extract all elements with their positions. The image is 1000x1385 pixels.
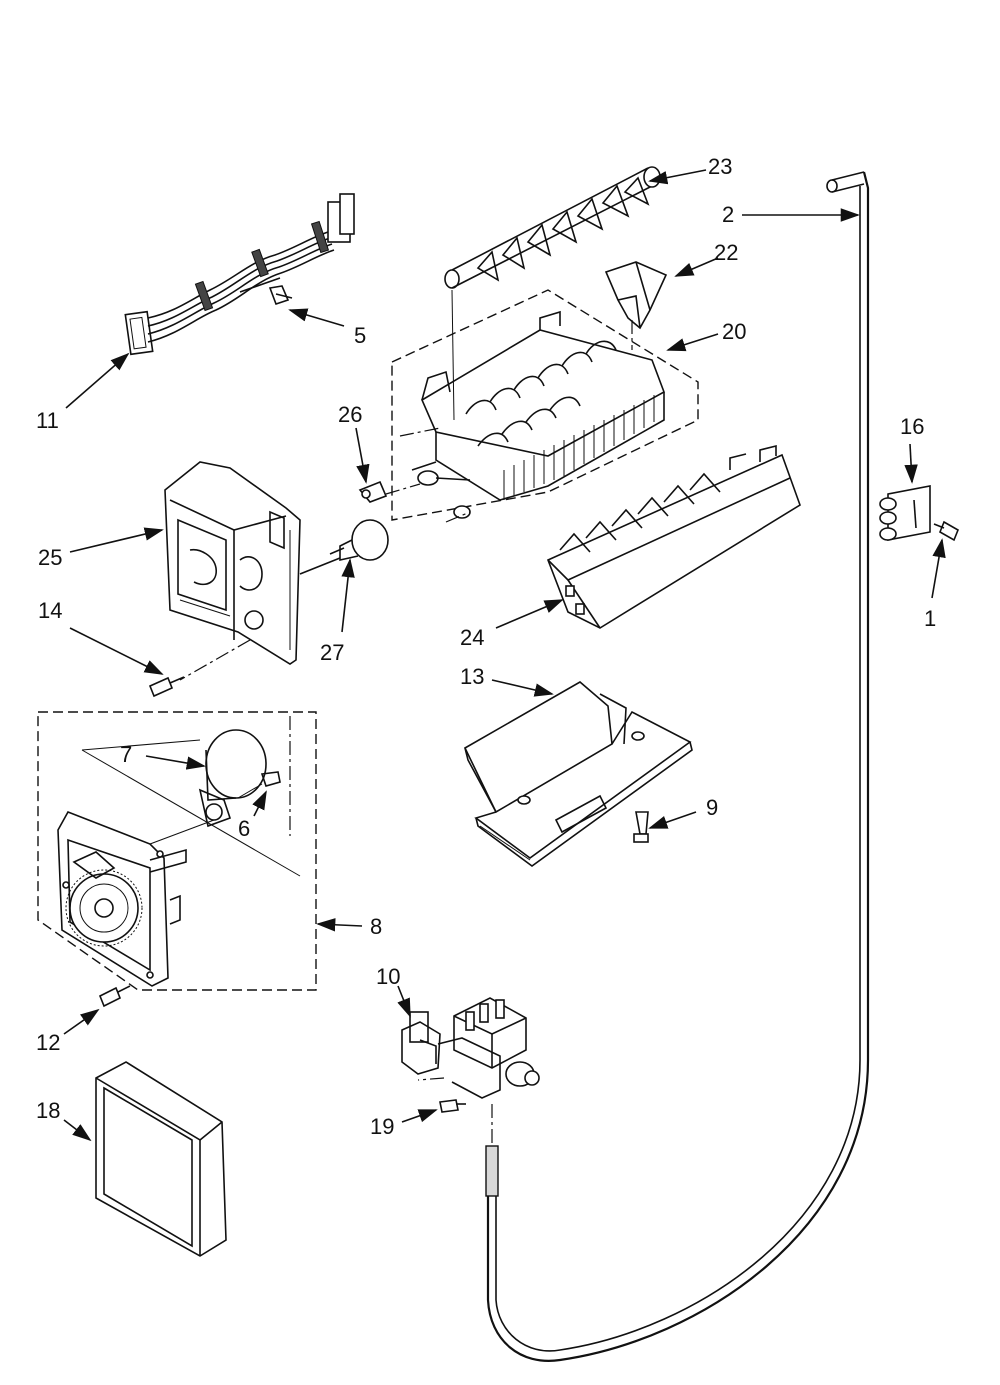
fill-tube [485,171,870,1362]
callout-13: 13 [460,664,484,689]
callout-26: 26 [338,402,362,427]
wire-harness [124,193,355,356]
leader-arrows [63,169,946,1142]
screw-9 [633,811,649,843]
callout-5: 5 [354,323,366,348]
screw-19 [439,1099,466,1113]
ejector [444,166,661,289]
screw-14 [148,676,185,698]
callout-8: 8 [370,914,382,939]
callout-10: 10 [376,964,400,989]
thermostat-clip [358,480,388,503]
thermostat [329,519,389,561]
screw-12 [98,985,131,1008]
fill-cup [604,261,668,330]
callout-25: 25 [38,545,62,570]
callout-18: 18 [36,1098,60,1123]
callout-22: 22 [714,240,738,265]
callout-7: 7 [120,742,132,767]
callout-9: 9 [706,795,718,820]
module-assembly [37,711,317,991]
wire-clip [268,285,293,306]
callout-12: 12 [36,1030,60,1055]
callout-11: 11 [36,408,59,433]
water-valve [401,997,540,1099]
callout-6: 6 [238,816,250,841]
stripper [546,444,801,629]
tray [95,1061,227,1257]
callout-19: 19 [370,1114,394,1139]
callout-1: 1 [924,606,936,631]
callout-23: 23 [708,154,732,179]
callout-27: 27 [320,640,344,665]
callout-2: 2 [722,202,734,227]
callout-labels: 23 2 22 20 5 11 26 16 25 1 14 24 27 13 7… [36,154,936,1139]
callout-24: 24 [460,625,484,650]
callout-20: 20 [722,319,746,344]
screw-1 [933,520,960,542]
callout-16: 16 [900,414,924,439]
tube-clamp [879,485,931,541]
shield [463,681,693,867]
mold-assembly [391,289,699,523]
callout-14: 14 [38,598,62,623]
control-housing [164,461,301,665]
